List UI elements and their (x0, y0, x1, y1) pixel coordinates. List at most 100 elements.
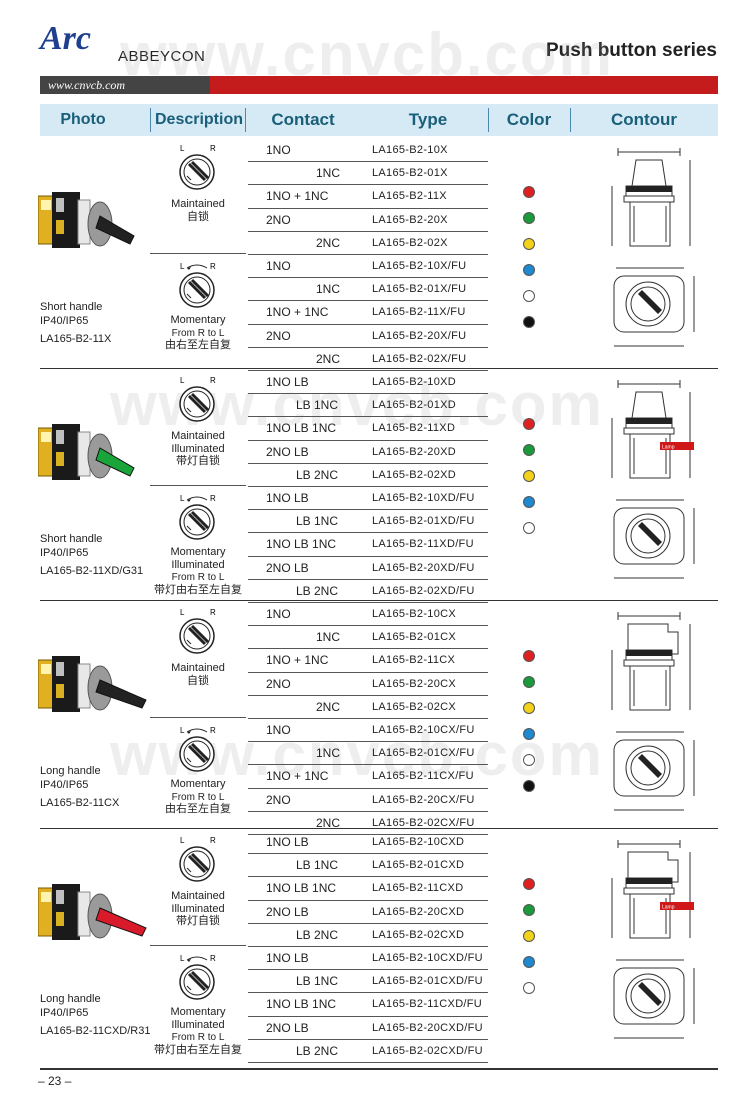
description-line: 由右至左自复 (165, 803, 231, 815)
col-separator (150, 108, 151, 132)
color-swatch (523, 212, 535, 224)
description-line: Momentary (170, 778, 226, 790)
contact-config: 2NO (266, 676, 291, 691)
row-rule (248, 922, 488, 924)
row-rule (248, 439, 488, 441)
type-code: LA165-B2-01CXD/FU (372, 975, 483, 988)
type-code: LA165-B2-02CX/FU (372, 816, 475, 829)
description-line: Illuminated (171, 442, 225, 455)
col-photo: Photo (60, 111, 106, 128)
group-divider (150, 485, 246, 486)
product-photo (38, 192, 135, 248)
svg-text:R: R (210, 262, 216, 271)
svg-text:L: L (180, 262, 185, 271)
row-rule (248, 625, 488, 627)
svg-text:L: L (180, 726, 185, 735)
col-separator (488, 108, 489, 132)
row-rule (248, 486, 488, 487)
description-line: 自锁 (187, 674, 209, 687)
footer-rule (40, 1068, 718, 1070)
contact-config: 2NO LB (266, 904, 309, 919)
row-rule (248, 161, 488, 163)
photo-label-line: LA165-B2-11X (40, 333, 112, 345)
color-swatch (523, 754, 535, 766)
type-code: LA165-B2-10XD/FU (372, 492, 475, 504)
row-rule (248, 578, 488, 580)
description-line: From R to L (171, 1032, 225, 1043)
contact-config: 1NO + 1NC (266, 769, 329, 784)
type-code: LA165-B2-20CX/FU (372, 793, 475, 806)
color-swatch (523, 930, 535, 942)
contact-config: 1NO LB (266, 375, 309, 389)
color-swatch (523, 780, 535, 792)
color-swatch (523, 982, 535, 994)
row-rule (248, 1015, 488, 1017)
color-swatch (523, 186, 535, 198)
description-line: Momentary (170, 546, 226, 558)
contact-config: LB 2NC (296, 927, 339, 942)
row-rule (248, 853, 488, 855)
description-line: From R to L (171, 572, 225, 583)
col-color: Color (506, 110, 552, 129)
contact-config: 1NO LB (266, 835, 309, 849)
photo-label-line: LA165-B2-11XD/G31 (40, 565, 144, 577)
type-code: LA165-B2-11X (372, 190, 447, 203)
contact-config: LB 1NC (296, 858, 339, 873)
row-rule (248, 1062, 488, 1063)
row-rule (248, 787, 488, 789)
contact-config: 2NC (316, 235, 341, 250)
row-rule (248, 509, 488, 511)
row-rule (248, 462, 488, 464)
color-swatch (523, 522, 535, 534)
type-code: LA165-B2-20XD/FU (372, 561, 475, 574)
color-swatch (523, 418, 535, 430)
logo-mark: Arc (40, 20, 91, 57)
row-rule (248, 671, 488, 673)
type-code: LA165-B2-11XD (372, 422, 456, 435)
type-code: LA165-B2-10XD (372, 376, 457, 388)
type-code: LA165-B2-02XD/FU (372, 584, 475, 597)
row-rule (248, 300, 488, 302)
description-line: 由右至左自复 (165, 339, 231, 351)
row-rule (248, 393, 488, 395)
type-code: LA165-B2-11CX (372, 654, 456, 667)
type-code: LA165-B2-01CX (372, 631, 457, 644)
contact-config: LB 1NC (296, 398, 339, 413)
description-line: 带灯由右至左自复 (154, 583, 242, 596)
type-code: LA165-B2-20X (372, 213, 448, 226)
contact-config: 1NO + 1NC (266, 189, 329, 204)
color-swatch (523, 728, 535, 740)
row-rule (248, 741, 488, 743)
row-rule (248, 555, 488, 557)
col-description: Description (154, 111, 243, 128)
col-contact: Contact (271, 110, 335, 129)
contact-config: 2NO (266, 212, 291, 227)
section-divider (40, 368, 718, 369)
section-divider (40, 828, 718, 829)
contour-drawing (611, 612, 695, 811)
contact-config: 1NC (316, 166, 341, 181)
type-code: LA165-B2-20CXD/FU (372, 1021, 483, 1034)
color-swatch (523, 702, 535, 714)
type-code: LA165-B2-20CX (372, 677, 457, 690)
row-rule (248, 277, 488, 279)
svg-text:Lamp: Lamp (662, 905, 675, 911)
svg-text:L: L (180, 836, 185, 845)
color-swatch (523, 676, 535, 688)
description-line: From R to L (171, 327, 225, 339)
col-separator (245, 108, 246, 132)
svg-text:R: R (210, 608, 216, 617)
description-line: Illuminated (171, 1018, 225, 1031)
row-rule (248, 184, 488, 186)
row-rule (248, 718, 488, 719)
page-header: Arc ABBEYCON Push button series www.cnvc… (0, 0, 750, 100)
svg-text:L: L (180, 494, 185, 503)
row-rule (248, 602, 488, 603)
